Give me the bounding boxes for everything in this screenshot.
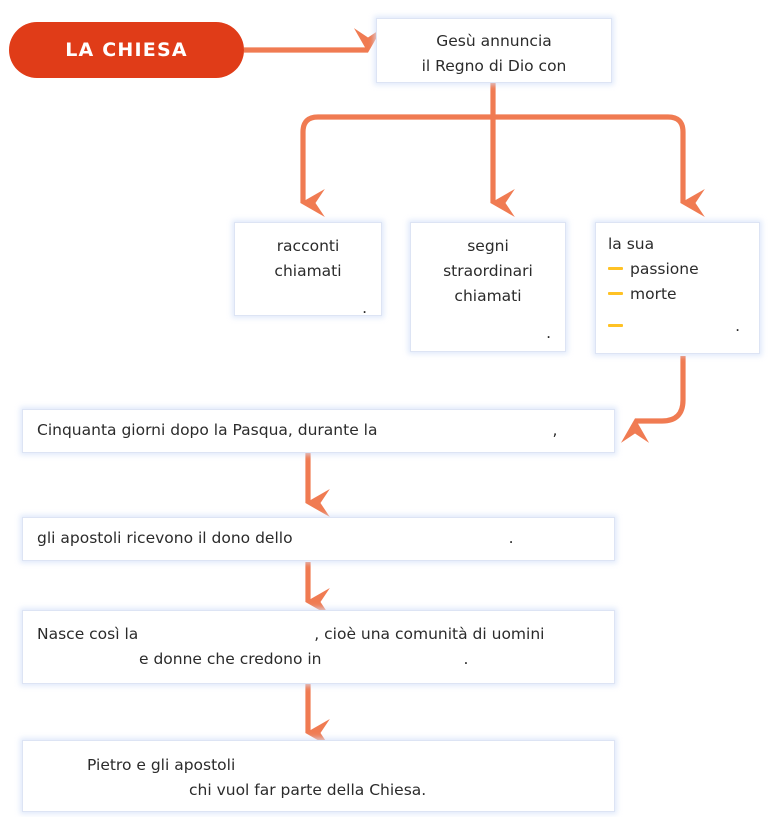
node-pentecoste[interactable]: Cinquanta giorni dopo la Pasqua, durante… — [22, 409, 615, 453]
dash-bullet-icon — [608, 267, 623, 271]
node-nasce-line2-post: . — [463, 650, 469, 669]
dash-bullet-icon — [608, 324, 623, 328]
node-segni-line2: straordinari — [443, 262, 533, 281]
node-nasce-line1-post: , cioè una comunità di uomini — [314, 625, 545, 643]
node-intro-line1: Gesù annuncia — [436, 32, 552, 50]
node-spirito-text: gli apostoli ricevono il dono dello — [37, 529, 293, 548]
node-pietro-line2: chi vuol far parte della Chiesa. — [189, 781, 427, 800]
node-pietro-line1: Pietro e gli apostoli — [87, 756, 236, 774]
node-la-sua-heading: la sua — [608, 235, 655, 253]
title-badge[interactable]: LA CHIESA — [9, 22, 244, 78]
node-racconti-line1: racconti — [276, 237, 340, 255]
node-pietro[interactable]: Pietro e gli apostoli chi vuol far parte… — [22, 740, 615, 812]
node-la-sua[interactable]: la sua passione morte . — [595, 222, 760, 354]
node-la-sua-item-0-label: passione — [630, 260, 699, 279]
node-intro-line2: il Regno di Dio con — [421, 57, 567, 76]
node-spirito-punct: . — [508, 529, 514, 548]
branch-left — [300, 114, 325, 218]
node-segni-line3: chiamati — [454, 287, 522, 306]
node-racconti-line2: chiamati — [274, 262, 342, 281]
node-intro[interactable]: Gesù annuncia il Regno di Dio con — [376, 18, 612, 83]
node-pietro-line2-wrap: chi vuol far parte della Chiesa. — [37, 778, 600, 803]
node-spirito[interactable]: gli apostoli ricevono il dono dello . — [22, 517, 615, 561]
node-segni-blank-dot: . — [546, 324, 551, 343]
node-racconti-blank-dot: . — [362, 299, 367, 318]
dash-bullet-icon — [608, 292, 623, 296]
node-la-sua-spacer — [608, 307, 747, 314]
node-la-sua-blank-dot: . — [735, 317, 740, 336]
node-pentecoste-punct: , — [552, 421, 558, 440]
node-pietro-line1-wrap: Pietro e gli apostoli — [37, 753, 600, 778]
node-nasce-chiesa[interactable]: Nasce così la , cioè una comunità di uom… — [22, 610, 615, 684]
branch-right — [667, 114, 705, 218]
node-nasce-line1-pre: Nasce così la — [37, 625, 139, 643]
node-la-sua-item-1: morte — [608, 282, 747, 307]
node-pentecoste-text: Cinquanta giorni dopo la Pasqua, durante… — [37, 421, 378, 440]
node-la-sua-item-1-label: morte — [630, 285, 677, 304]
node-nasce-line1: Nasce così la , cioè una comunità di uom… — [37, 622, 600, 647]
node-nasce-line2: e donne che credono in . — [37, 647, 600, 672]
node-segni-line1: segni — [467, 237, 509, 255]
node-la-sua-item-2: . — [608, 314, 747, 339]
arrow-branch3-to-pentecoste — [620, 356, 686, 443]
node-racconti[interactable]: racconti chiamati . — [234, 222, 382, 317]
node-la-sua-item-0: passione — [608, 257, 747, 282]
title-badge-label: LA CHIESA — [65, 39, 188, 61]
node-segni[interactable]: segni straordinari chiamati . — [410, 222, 566, 352]
node-nasce-line2-pre: e donne che credono in — [139, 650, 322, 669]
